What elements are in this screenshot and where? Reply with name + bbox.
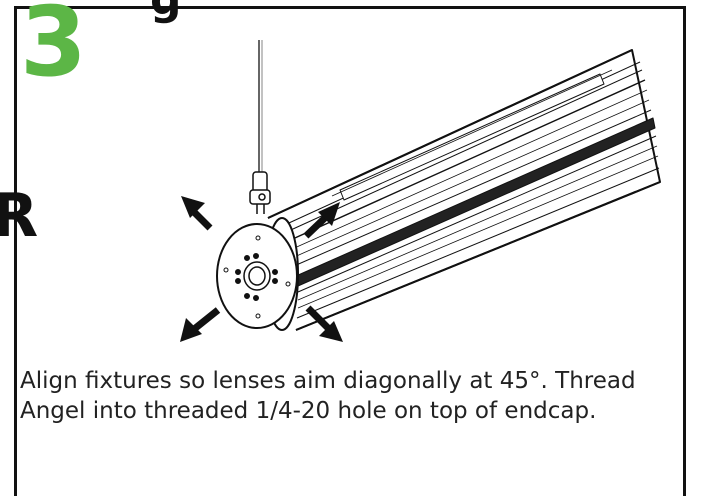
side-letter: R — [0, 181, 39, 251]
suspension-cable — [258, 40, 263, 172]
arrow-down-right-icon — [305, 305, 343, 342]
arrow-down-left-icon — [180, 307, 221, 342]
endcap — [216, 217, 299, 331]
step-number: 3 — [20, 0, 87, 98]
instruction-line-2: Angel into threaded 1/4-20 hole on top o… — [20, 398, 597, 424]
arrow-up-right-icon — [303, 202, 340, 239]
arrow-up-left-icon — [181, 196, 213, 231]
fixture-tube — [267, 49, 661, 331]
instruction-line-1: Align fixtures so lenses aim diagonally … — [20, 368, 636, 394]
cropped-heading-text: g — [150, 0, 182, 22]
instruction-text: Align fixtures so lenses aim diagonally … — [20, 366, 680, 426]
hanger-clip-icon — [249, 171, 271, 214]
